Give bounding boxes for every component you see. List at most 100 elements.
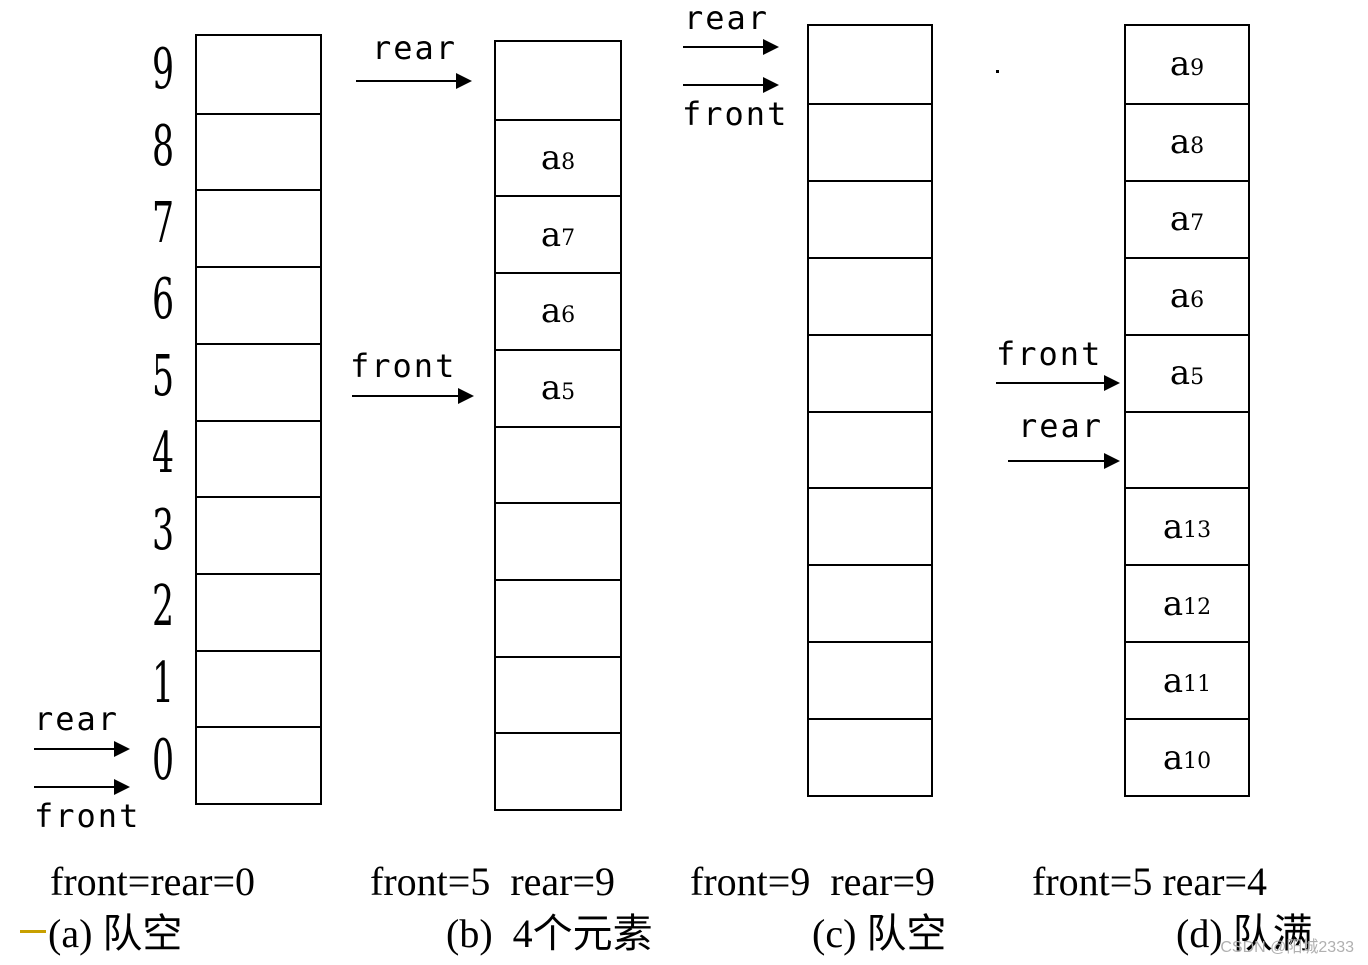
front-arrow-a [34,779,130,795]
caption-d: (d) 队满 [1176,911,1313,956]
rear-label-c: rear [684,0,770,37]
queue-slot [809,26,931,103]
queue-slot [809,564,931,641]
queue-slot [809,487,931,564]
rear-arrow-d [1008,453,1120,469]
caption-b: (b) 4个元素 [446,911,653,956]
rear-arrow-c [683,39,779,55]
queue-slot [809,102,931,180]
slot-index: 7 [152,190,175,256]
queue-column-c [807,24,933,797]
queue-slot [496,732,620,809]
queue-element [809,413,931,488]
queue-slot [809,641,931,718]
front-arrow-b [352,388,474,404]
queue-element [809,259,931,334]
queue-element [809,566,931,641]
queue-element [496,504,620,579]
queue-slot [809,333,931,411]
rear-label-a: rear [34,700,120,738]
queue-slot [197,649,320,727]
front-label-a: front [34,797,141,835]
queue-slot [197,189,320,266]
slot-index: 9 [152,37,175,103]
queue-slot [809,410,931,488]
slot-index: 4 [152,420,175,486]
watermark: CSDN @阳城2333 [1220,939,1354,956]
rear-arrow-a [34,741,130,757]
queue-element [496,42,620,119]
rear-arrow-b [356,73,472,89]
front-label-d: front [996,335,1103,373]
queue-element [496,734,620,809]
queue-slot [496,502,620,579]
queue-element [197,575,320,650]
state-b: front=5 rear=9 [370,859,616,904]
queue-element [496,428,620,503]
rear-label-b: rear [372,29,458,67]
queue-element [197,115,320,190]
queue-element [496,658,620,733]
front-label-b: front [350,347,457,385]
queue-element [809,182,931,257]
queue-element [809,336,931,411]
queue-slot [496,425,620,503]
queue-slot [809,256,931,334]
stray-dot [996,70,999,73]
queue-element [809,105,931,180]
queue-slot [197,36,320,113]
queue-slot [197,419,320,497]
queue-slot [496,578,620,656]
front-arrow-c [683,77,779,93]
queue-element [197,652,320,727]
queue-column-a [195,34,322,805]
slot-index: 8 [152,114,175,180]
queue-element [197,345,320,420]
queue-slot [809,179,931,257]
queue-element [809,643,931,718]
queue-element [197,498,320,573]
state-c: front=9 rear=9 [690,859,936,904]
slot-index: 6 [152,267,175,333]
queue-element [197,422,320,497]
queue-slot [197,112,320,190]
queue-element [809,489,931,564]
queue-element [197,268,320,343]
front-arrow-d [996,375,1120,391]
queue-element [197,36,320,113]
queue-element [809,26,931,103]
slot-index: 2 [152,574,175,640]
slot-index: 3 [152,497,175,563]
queue-element [197,191,320,266]
caption-c: (c) 队空 [812,911,947,956]
bullet-marker [20,930,46,933]
queue-element [197,728,320,803]
caption-a: (a) 队空 [48,911,183,956]
rear-label-d: rear [1018,407,1104,445]
